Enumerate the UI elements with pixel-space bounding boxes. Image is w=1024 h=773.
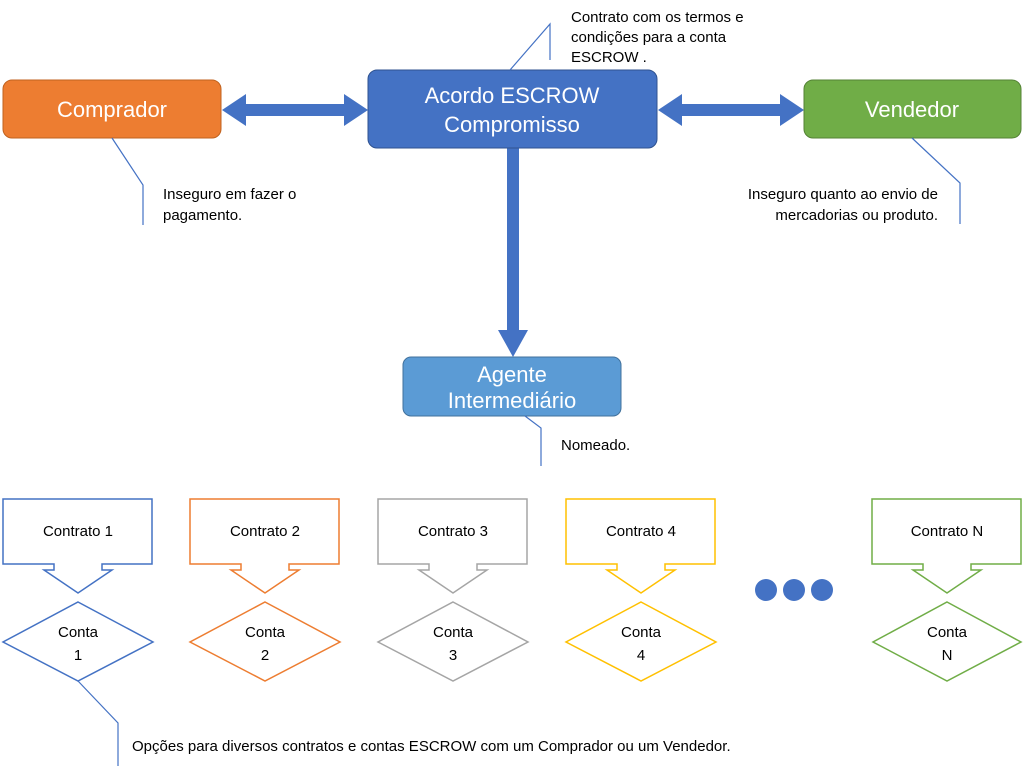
account-label-line-1: Conta [621, 624, 662, 641]
ellipsis-dots [755, 579, 833, 601]
account-label-line-2: 4 [637, 647, 645, 664]
account-label-line-1: Conta [927, 624, 968, 641]
contract-label: Contrato 1 [43, 523, 113, 540]
account-label-line-1: Conta [58, 624, 99, 641]
account-diamond [1, 601, 155, 682]
escrow-label-line-1: Acordo ESCROW [425, 83, 600, 108]
agent-node [402, 356, 622, 417]
escrow-callout-line-1: Contrato com os termos e [571, 9, 744, 26]
agent-callout-line-1: Nomeado. [561, 437, 630, 454]
account-diamond [871, 601, 1023, 682]
options-callout-text: Opções para diversos contratos e contas … [132, 738, 731, 755]
buyer-label: Comprador [57, 97, 167, 122]
ellipsis-dot [811, 579, 833, 601]
buyer-callout-line-2: pagamento. [163, 207, 242, 224]
options-callout-line [77, 680, 119, 766]
contract-label: Contrato 2 [230, 523, 300, 540]
account-label-line-2: 2 [261, 647, 269, 664]
agent-label-line-2: Intermediário [448, 388, 576, 413]
account-label-line-1: Conta [433, 624, 474, 641]
account-diamond [376, 601, 530, 682]
escrow-label-line-2: Compromisso [444, 112, 580, 137]
ellipsis-dot [783, 579, 805, 601]
account-label-line-2: N [942, 647, 953, 664]
contract-label: Contrato N [911, 523, 984, 540]
escrow-callout-line-3: ESCROW . [571, 49, 647, 66]
seller-callout-line [911, 137, 961, 224]
account-label-line-2: 3 [449, 647, 457, 664]
account-diamond [564, 601, 718, 682]
account-label-line-2: 1 [74, 647, 82, 664]
contract-group-2: Contrato 2 Conta 2 [188, 498, 342, 682]
contract-group-n: Contrato N Conta N [871, 498, 1023, 682]
contract-group-1: Contrato 1 Conta 1 [1, 498, 155, 682]
seller-callout-line-1: Inseguro quanto ao envio de [748, 186, 938, 203]
account-label-line-1: Conta [245, 624, 286, 641]
buyer-callout-line-1: Inseguro em fazer o [163, 186, 296, 203]
contract-group-3: Contrato 3 Conta 3 [376, 498, 530, 682]
buyer-escrow-double-arrow [222, 94, 368, 126]
agent-callout-line [524, 415, 542, 466]
agent-label-line-1: Agente [477, 362, 547, 387]
escrow-callout-line-2: condições para a conta [571, 29, 727, 46]
account-diamond [188, 601, 342, 682]
contract-callout-shape [871, 498, 1022, 594]
contract-group-4: Contrato 4 Conta 4 [564, 498, 718, 682]
contract-callout-shape [377, 498, 528, 594]
escrow-seller-double-arrow [658, 94, 804, 126]
escrow-node [367, 69, 658, 149]
contract-callout-shape [189, 498, 340, 594]
contract-callout-shape [565, 498, 716, 594]
ellipsis-dot [755, 579, 777, 601]
contract-callout-shape [2, 498, 153, 594]
contract-label: Contrato 3 [418, 523, 488, 540]
buyer-callout-line [111, 137, 144, 225]
seller-label: Vendedor [865, 97, 959, 122]
escrow-agent-arrow [498, 148, 528, 357]
escrow-callout-line [509, 22, 551, 71]
seller-callout-line-2: mercadorias ou produto. [775, 207, 938, 224]
contract-label: Contrato 4 [606, 523, 676, 540]
